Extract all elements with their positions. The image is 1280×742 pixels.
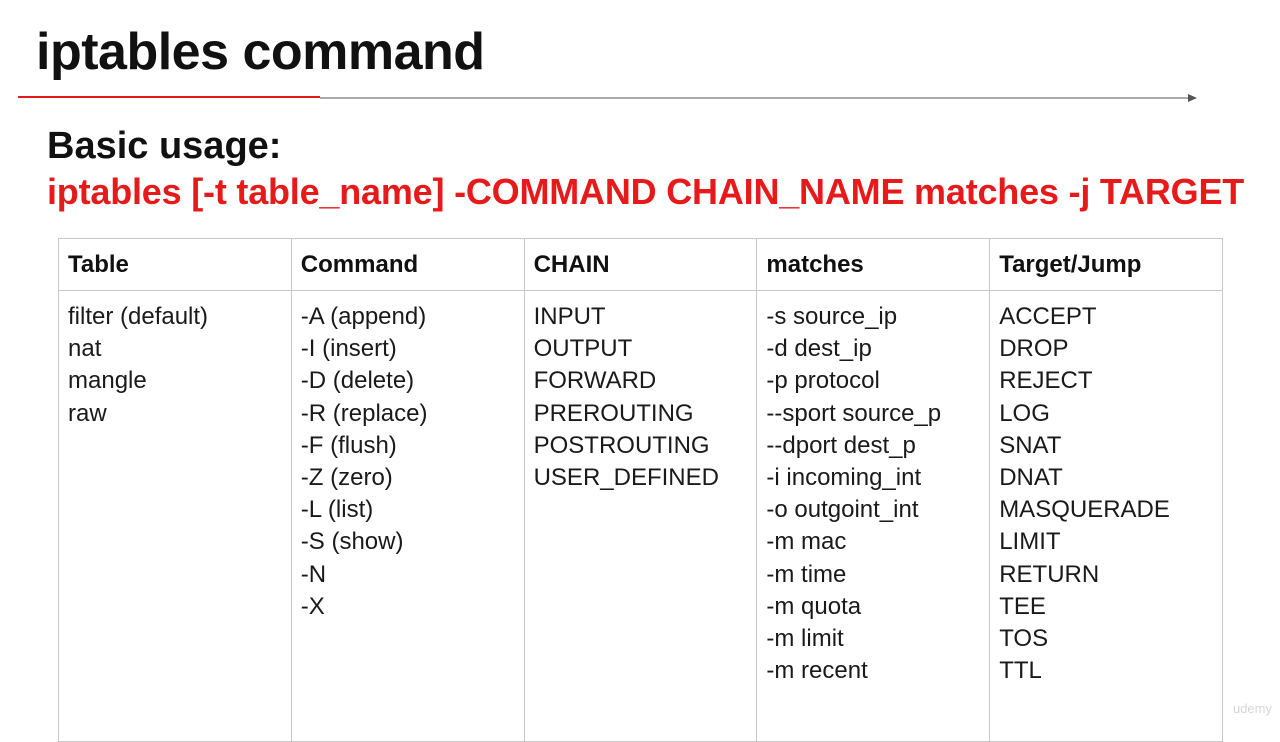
list-item: -Z (zero) [300,464,393,492]
list-item: -m time [766,560,847,588]
list-item: POSTROUTING [533,431,710,459]
slide-title: iptables command [36,23,485,81]
table-body-row: filter (default) nat mangle raw -A (append)… [58,290,1223,742]
header-table: Table [58,238,292,291]
list-item: -o outgoint_int [766,496,919,524]
list-item: -p protocol [766,367,880,395]
list-item: TTL [999,657,1042,685]
list-item: -d dest_ip [766,335,872,363]
list-item: filter (default) [68,303,209,330]
list-item: PREROUTING [533,399,694,427]
list-item: SNAT [999,431,1062,459]
list-item: -m mac [766,528,847,556]
list-item: LOG [999,399,1050,427]
list-item: -m limit [766,625,844,653]
list-item: -s source_ip [766,303,898,330]
iptables-reference-table: Table Command CHAIN matches Target/Jump … [58,238,1223,742]
list-item: TEE [999,592,1046,620]
list-item: nat [68,335,102,363]
list-item: -m recent [766,657,868,685]
list-item: FORWARD [533,367,657,395]
list-item: -A (append) [300,303,427,330]
list-item: OUTPUT [533,335,633,363]
list-item: -S (show) [300,528,404,556]
list-item: ACCEPT [999,303,1097,330]
list-item: DNAT [999,464,1063,492]
title-underline-arrow [18,94,1197,102]
syntax-line: iptables [-t table_name] -COMMAND CHAIN_… [47,171,1245,212]
list-item: DROP [999,335,1069,363]
list-item: LIMIT [999,528,1061,556]
list-item: -m quota [766,592,862,620]
list-item: TOS [999,625,1049,653]
list-item: -F (flush) [300,431,397,459]
list-item: REJECT [999,367,1093,395]
matches-column: -s source_ip -d dest_ip -p protocol --sport… [756,290,991,742]
targets-column: ACCEPT DROP REJECT LOG SNAT DNAT MASQUERADE LIM… [989,290,1223,742]
header-target-jump: Target/Jump [989,238,1223,291]
list-item: -D (delete) [300,367,415,395]
list-item: INPUT [533,303,606,330]
list-item: MASQUERADE [999,496,1170,524]
header-command: Command [290,238,525,291]
table-header-row: Table Command CHAIN matches Target/Jump [58,238,1223,291]
list-item: -L (list) [300,496,374,524]
list-item: --sport source_p [766,399,942,427]
list-item: -N [300,560,327,588]
list-item: -i incoming_int [766,464,922,492]
list-item: -X [300,592,325,620]
udemy-watermark: udemy [1232,701,1272,716]
list-item: USER_DEFINED [533,464,719,492]
header-chain: CHAIN [523,238,758,291]
list-item: --dport dest_p [766,431,916,459]
list-item: raw [68,399,107,427]
list-item: RETURN [999,560,1100,588]
list-item: -I (insert) [300,335,397,363]
chains-column: INPUT OUTPUT FORWARD PREROUTING POSTROUTING U… [523,290,758,742]
commands-column: -A (append) -I (insert) -D (delete) -R (rep… [290,290,525,742]
list-item: -R (replace) [300,399,428,427]
tables-column: filter (default) nat mangle raw [58,290,292,742]
header-matches: matches [756,238,991,291]
basic-usage-heading: Basic usage: [47,125,282,167]
list-item: mangle [68,367,147,395]
